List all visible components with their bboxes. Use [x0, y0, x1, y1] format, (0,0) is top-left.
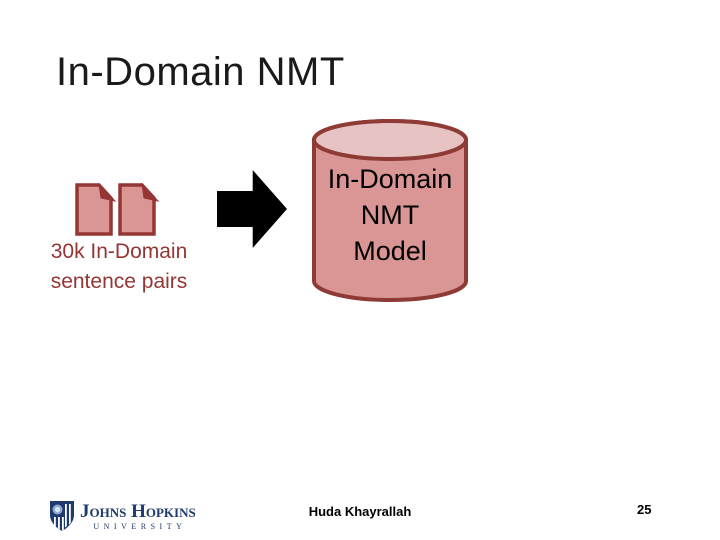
- logo-subline: UNIVERSITY: [93, 521, 187, 531]
- document-icon: [118, 183, 160, 236]
- source-caption-line1: 30k In-Domain: [50, 240, 188, 263]
- source-caption: 30k In-Domain sentence pairs: [18, 237, 220, 297]
- nmt-model-cylinder: [311, 117, 469, 305]
- johns-hopkins-logo: Johns Hopkins UNIVERSITY: [49, 500, 196, 532]
- page-number: 25: [637, 502, 652, 517]
- cylinder-label: In-Domain NMT Model: [311, 161, 469, 269]
- source-caption-line2: sentence pairs: [50, 270, 188, 293]
- johns-hopkins-wordmark: Johns Hopkins UNIVERSITY: [80, 502, 196, 531]
- logo-institution: Johns Hopkins: [80, 500, 196, 522]
- document-icon: [75, 183, 117, 236]
- cylinder-label-line2: NMT: [360, 200, 420, 230]
- cylinder-shape: [312, 119, 468, 302]
- slide-title: In-Domain NMT: [56, 50, 345, 94]
- document-pair-icon: [75, 183, 160, 236]
- johns-hopkins-shield-icon: [50, 501, 74, 531]
- right-arrow-icon: [217, 170, 287, 248]
- footer-author: Huda Khayrallah: [308, 504, 412, 519]
- cylinder-label-line3: Model: [353, 236, 427, 266]
- cylinder-label-line1: In-Domain: [327, 164, 453, 194]
